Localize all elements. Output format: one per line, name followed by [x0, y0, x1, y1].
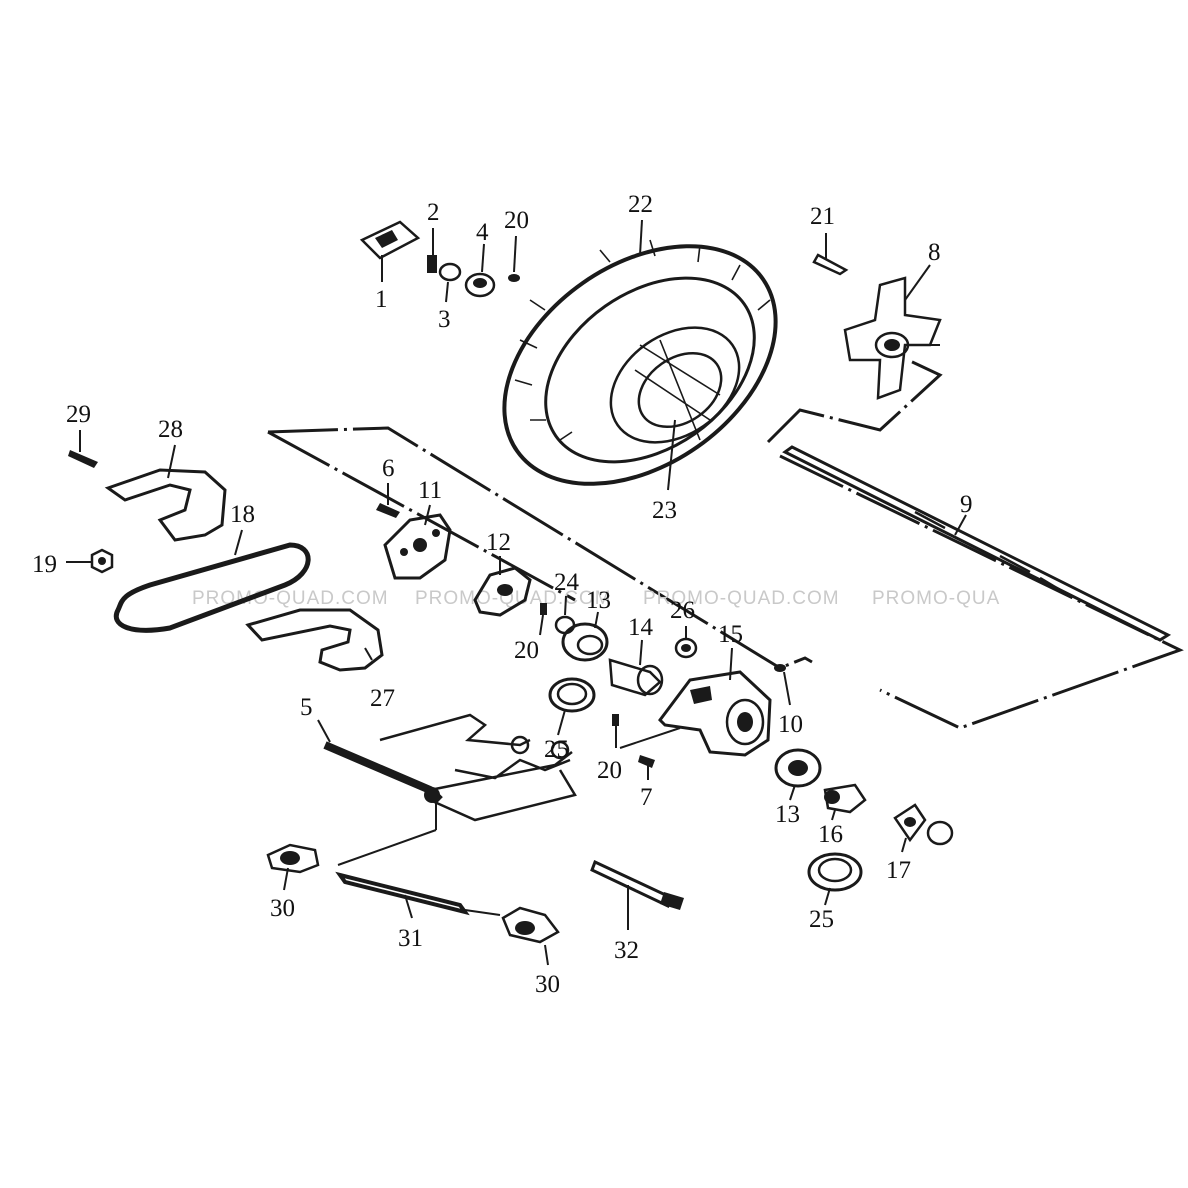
- label-part-18: 18: [230, 501, 255, 528]
- label-part-28: 28: [158, 416, 183, 443]
- part-31-pivot-shaft: [335, 829, 501, 916]
- label-part-20-top: 20: [504, 207, 529, 234]
- part-30-cap-right: [501, 906, 560, 944]
- label-part-29: 29: [66, 401, 91, 428]
- part-27-lower-chain-guard: [245, 608, 384, 672]
- part-30-cap-left: [266, 843, 320, 874]
- label-part-23: 23: [652, 497, 677, 524]
- part-7-bolt: [619, 727, 681, 768]
- part-20-middle-pin: [540, 603, 547, 615]
- label-part-30-right: 30: [535, 971, 560, 998]
- part-20-top-pin: [508, 274, 520, 282]
- part-9-axle: [782, 445, 1172, 642]
- label-part-6: 6: [382, 455, 395, 482]
- label-part-20-lower: 20: [597, 757, 622, 784]
- part-6-bolt: [376, 483, 400, 518]
- label-part-8: 8: [928, 239, 941, 266]
- label-part-3: 3: [438, 306, 451, 333]
- label-leaders: [167, 219, 967, 966]
- part-32-long-bolt: [590, 859, 684, 910]
- part-18-chain: [113, 542, 311, 633]
- label-part-21: 21: [810, 203, 835, 230]
- watermark-text-2: PROMO-QUAD.COM: [415, 588, 612, 609]
- part-11-sprocket-hub: [383, 513, 452, 580]
- label-part-1: 1: [375, 286, 388, 313]
- label-part-25-lower: 25: [809, 906, 834, 933]
- part-25-seal-lower: [807, 852, 863, 892]
- label-part-16: 16: [818, 821, 843, 848]
- label-part-30-left: 30: [270, 895, 295, 922]
- label-part-14: 14: [628, 614, 654, 641]
- label-part-26: 26: [670, 597, 695, 624]
- part-4-nut: [464, 272, 496, 298]
- label-part-2: 2: [427, 199, 440, 226]
- label-part-20-middle: 20: [514, 637, 539, 664]
- part-21-bolt: [812, 233, 849, 276]
- assembly-outline: [267, 358, 1184, 730]
- part-12-bracket: [473, 566, 532, 617]
- label-part-17: 17: [886, 857, 911, 884]
- label-part-19: 19: [32, 551, 57, 578]
- watermark-text-1: PROMO-QUAD.COM: [192, 588, 389, 609]
- part-24-spacer: [554, 615, 576, 635]
- part-28-upper-chain-guard: [104, 468, 227, 542]
- part-13-bearing-upper: [561, 622, 609, 662]
- label-part-32: 32: [614, 937, 639, 964]
- part-17-clip: [893, 803, 954, 846]
- part-20-lower-pin: [612, 714, 619, 748]
- part-29-bolt: [68, 430, 98, 468]
- part-1-cap: [359, 220, 421, 260]
- label-part-24: 24: [554, 569, 580, 596]
- part-3-washer: [438, 262, 462, 282]
- label-part-31: 31: [398, 925, 423, 952]
- watermark-text-4: PROMO-QUA: [872, 588, 1000, 609]
- label-part-10: 10: [778, 711, 803, 738]
- part-2-bolt: [427, 228, 437, 273]
- label-part-13-upper: 13: [586, 587, 611, 614]
- label-part-5: 5: [300, 694, 313, 721]
- label-part-15: 15: [718, 621, 743, 648]
- part-16-bushing: [823, 783, 867, 814]
- label-part-25-upper: 25: [544, 736, 569, 763]
- part-25-seal-upper: [548, 677, 596, 713]
- part-26-nut: [674, 637, 698, 659]
- label-part-22: 22: [628, 191, 653, 218]
- part-8-hub: [843, 276, 942, 400]
- label-part-13-lower: 13: [775, 801, 800, 828]
- label-part-7: 7: [640, 784, 653, 811]
- label-part-27: 27: [370, 685, 395, 712]
- wheel-tire-and-rim: [502, 239, 778, 486]
- part-15-carrier-housing: [658, 670, 772, 757]
- part-13-bearing-lower: [774, 748, 822, 788]
- part-5-swing-arm: [323, 713, 577, 830]
- label-part-12: 12: [486, 529, 511, 556]
- label-part-4: 4: [476, 219, 489, 246]
- label-part-9: 9: [960, 491, 973, 518]
- watermark-text-3: PROMO-QUAD.COM: [643, 588, 840, 609]
- label-part-11: 11: [418, 477, 442, 504]
- part-14-sleeve: [608, 658, 664, 697]
- part-10-pin: [774, 664, 786, 672]
- part-number-labels: 1 2 3 4 5 6 7 8 9 10 11 12 13 13 14 15 1…: [32, 191, 973, 998]
- part-19-nut: [66, 548, 114, 574]
